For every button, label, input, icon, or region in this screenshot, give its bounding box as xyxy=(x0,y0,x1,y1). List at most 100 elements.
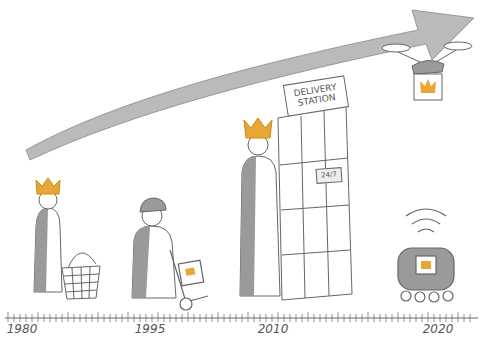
axis-line xyxy=(5,318,478,319)
axis-tick xyxy=(146,314,147,322)
axis-tick xyxy=(290,314,291,322)
node-label: 24/7 xyxy=(321,171,337,180)
axis-tick xyxy=(194,314,195,322)
axis-tick xyxy=(236,314,237,322)
axis-tick xyxy=(26,314,27,322)
axis-tick xyxy=(368,312,369,322)
axis-tick xyxy=(428,312,429,322)
figure-shade xyxy=(240,156,256,296)
parcel xyxy=(416,256,436,274)
axis-tick xyxy=(446,314,447,322)
axis-tick xyxy=(356,314,357,322)
parcel xyxy=(414,74,442,100)
customer-figure xyxy=(240,118,280,296)
basket-weave xyxy=(64,267,99,299)
customer-figure xyxy=(34,178,62,292)
axis-tick xyxy=(266,314,267,322)
axis-tick xyxy=(104,314,105,322)
figure-body xyxy=(132,226,176,298)
axis-tick xyxy=(398,312,399,322)
axis-tick xyxy=(206,314,207,322)
axis-tick xyxy=(248,312,249,322)
axis-tick xyxy=(170,314,171,322)
axis-tick xyxy=(56,314,57,322)
basket-body xyxy=(62,266,100,299)
axis-tick xyxy=(86,314,87,322)
axis-tick xyxy=(116,314,117,322)
axis-tick xyxy=(320,314,321,322)
parcel-locker xyxy=(278,106,352,300)
axis-tick xyxy=(362,314,363,322)
year-label: 2010 xyxy=(258,322,289,336)
truck-wheel xyxy=(180,298,192,310)
figure-body xyxy=(34,208,62,292)
axis-tick xyxy=(338,312,339,322)
axis-tick xyxy=(230,314,231,322)
axis-tick xyxy=(122,314,123,322)
axis-tick xyxy=(128,312,129,322)
cap xyxy=(140,198,166,212)
axis-tick xyxy=(80,314,81,322)
parcel xyxy=(178,260,203,285)
robot-wheel xyxy=(429,292,439,302)
axis-tick xyxy=(68,312,69,322)
axis-tick xyxy=(374,314,375,322)
axis-tick xyxy=(386,314,387,322)
axis-tick xyxy=(8,312,9,322)
axis-tick xyxy=(164,314,165,322)
axis-tick xyxy=(242,314,243,322)
axis-tick xyxy=(272,314,273,322)
locker-doors xyxy=(280,111,350,298)
axis-tick xyxy=(464,314,465,322)
axis-tick xyxy=(332,314,333,322)
parcel-crown xyxy=(420,79,436,93)
basket-handle xyxy=(68,253,96,268)
axis-tick xyxy=(422,314,423,322)
delivery-man xyxy=(132,198,176,298)
axis-tick xyxy=(344,314,345,322)
axis-tick xyxy=(404,314,405,322)
axis-tick xyxy=(110,314,111,322)
axis-tick xyxy=(314,314,315,322)
truck-frame xyxy=(170,250,208,302)
delivery-robot xyxy=(398,209,454,302)
axis-tick xyxy=(278,312,279,322)
axis-tick xyxy=(158,312,159,322)
axis-tick xyxy=(140,314,141,322)
figure-body xyxy=(240,156,280,296)
robot-wheel xyxy=(415,292,425,302)
axis-tick xyxy=(176,314,177,322)
axis-tick xyxy=(434,314,435,322)
axis-tick xyxy=(350,314,351,322)
robot-wheel xyxy=(401,291,411,301)
crown xyxy=(244,118,272,138)
parcel-crown xyxy=(421,261,431,269)
timeline-axis xyxy=(5,312,478,322)
axis-tick xyxy=(20,314,21,322)
axis-tick xyxy=(284,314,285,322)
axis-tick xyxy=(32,314,33,322)
wifi-signal xyxy=(406,209,446,232)
axis-tick xyxy=(308,312,309,322)
progress-arrow xyxy=(26,10,474,160)
axis-tick xyxy=(416,314,417,322)
robot-wheel xyxy=(443,291,453,301)
axis-tick xyxy=(470,314,471,322)
shopping-basket xyxy=(62,253,100,299)
year-label: 2020 xyxy=(423,322,454,336)
drone-body xyxy=(412,60,444,74)
axis-tick xyxy=(296,314,297,322)
axis-tick xyxy=(74,314,75,322)
parcel-crown xyxy=(185,267,195,275)
axis-tick xyxy=(380,314,381,322)
axis-tick xyxy=(62,314,63,322)
year-label: 1995 xyxy=(135,322,166,336)
axis-tick xyxy=(212,314,213,322)
axis-tick xyxy=(50,314,51,322)
axis-tick xyxy=(410,314,411,322)
year-label: 1980 xyxy=(7,322,38,336)
axis-tick xyxy=(458,312,459,322)
